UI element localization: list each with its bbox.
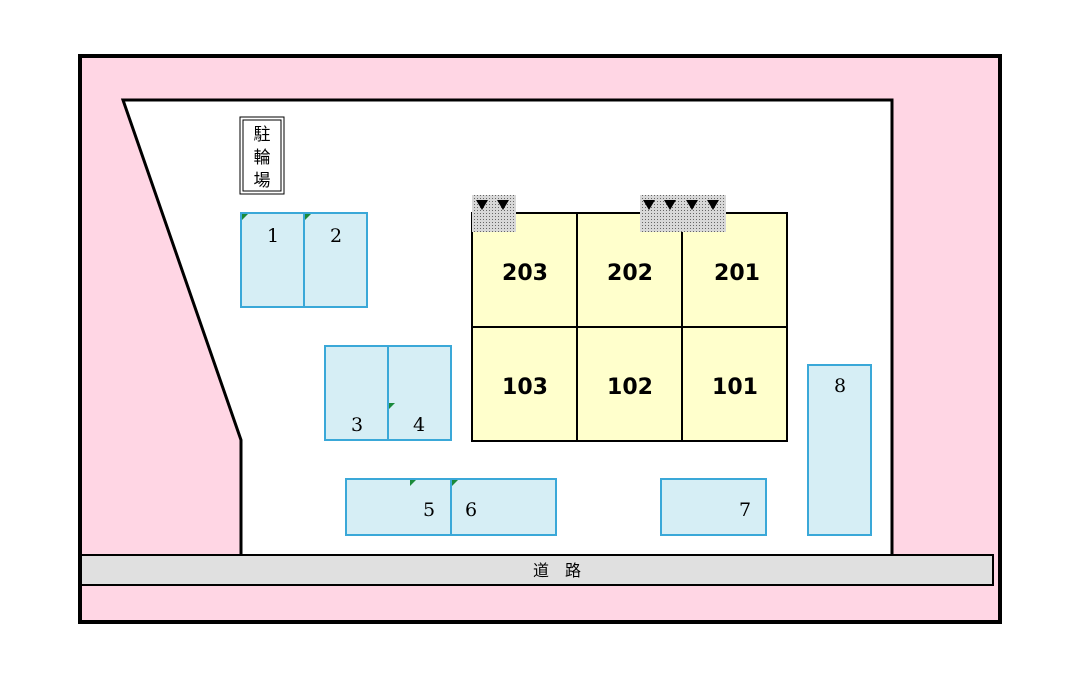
- down-triangle-icon: [707, 200, 719, 210]
- parking-label-4: 4: [413, 414, 425, 436]
- green-corner-icon: [389, 403, 395, 409]
- parking-space-2: [303, 212, 368, 308]
- parking-label-2: 2: [330, 225, 342, 247]
- unit-label-103: 103: [502, 375, 548, 400]
- bicycle-parking-char-3: 場: [254, 171, 271, 191]
- parking-label-1: 1: [267, 225, 279, 247]
- down-triangle-icon: [497, 200, 509, 210]
- down-triangle-icon: [643, 200, 655, 210]
- parking-label-8: 8: [834, 375, 846, 397]
- unit-label-102: 102: [607, 375, 653, 400]
- entrance-marker-right: [640, 195, 726, 232]
- green-corner-icon: [452, 480, 458, 486]
- parking-label-5: 5: [423, 499, 435, 521]
- parking-space-8: [807, 364, 872, 536]
- parking-space-5: [345, 478, 452, 536]
- down-triangle-icon: [664, 200, 676, 210]
- green-corner-icon: [410, 480, 416, 486]
- parking-space-7: [660, 478, 767, 536]
- parking-label-3: 3: [351, 414, 363, 436]
- down-triangle-icon: [476, 200, 488, 210]
- unit-label-101: 101: [712, 375, 758, 400]
- parking-label-6: 6: [465, 499, 477, 521]
- unit-label-203: 203: [502, 261, 548, 286]
- unit-101: [681, 326, 788, 442]
- unit-label-202: 202: [607, 261, 653, 286]
- bicycle-parking-char-2: 輪: [254, 148, 271, 168]
- road-label: 道 路: [533, 561, 581, 580]
- road-strip: [80, 554, 994, 586]
- green-corner-icon: [242, 214, 248, 220]
- green-corner-icon: [305, 214, 311, 220]
- bicycle-parking-char-1: 駐: [254, 125, 271, 145]
- down-triangle-icon: [686, 200, 698, 210]
- parking-area: 1 2 3 4 5 6 7 8: [240, 212, 872, 536]
- unit-203: [471, 212, 578, 328]
- bicycle-parking-sign: [239, 116, 285, 195]
- parking-space-4: [387, 345, 452, 441]
- unit-label-201: 201: [714, 261, 760, 286]
- apartment-building: 203 202 201 103 102 101: [471, 212, 788, 442]
- parking-space-1: [240, 212, 305, 308]
- parking-label-7: 7: [739, 499, 751, 521]
- parking-space-6: [450, 478, 557, 536]
- parking-space-3: [324, 345, 389, 441]
- entrance-marker-left: [472, 195, 516, 232]
- bicycle-parking-sign-inner: [242, 119, 282, 192]
